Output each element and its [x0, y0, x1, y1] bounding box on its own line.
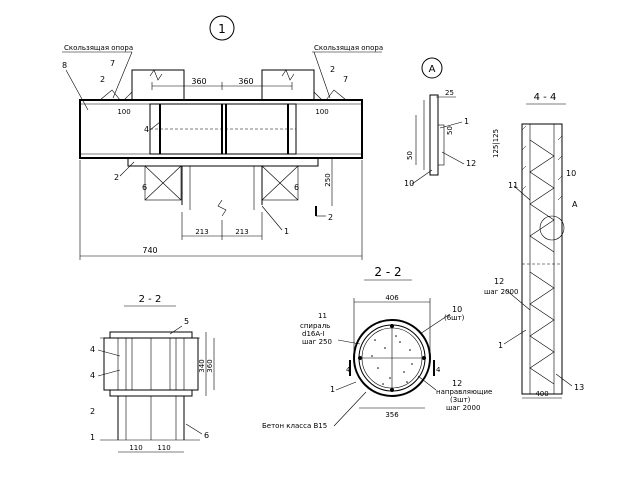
callout-1: 1	[284, 227, 289, 236]
dim-right-100: 100	[315, 108, 328, 116]
section-22-right-callout-1: 1	[330, 385, 335, 394]
lower-plate	[127, 157, 319, 167]
section-22-callout-2: 2	[90, 407, 95, 416]
detail-a-callout-10: 10	[404, 179, 414, 188]
section-22-arrow-right-4: 4	[436, 366, 441, 374]
section-44-callout-13: 13	[574, 383, 584, 392]
spiral-callout-11: 11	[318, 312, 327, 320]
dim-half-left-213: 213	[195, 228, 208, 236]
section-22-callout-1: 1	[90, 433, 95, 442]
spiral-size: d16A-I	[302, 330, 325, 338]
section-22-left-title: 2 - 2	[139, 294, 162, 305]
sheet-number-marker: 1	[209, 15, 235, 41]
detail-a-callout-12: 12	[466, 159, 476, 168]
sheet-number: 1	[218, 22, 226, 36]
section-44-step: шаг 2000	[484, 288, 518, 296]
section-44-dim-400: 400	[535, 390, 548, 398]
callout-4: 4	[144, 125, 149, 134]
section-44-callout-1: 1	[498, 341, 503, 350]
section-22-right-note-10: (6шт)	[444, 314, 465, 322]
detail-a-callout-1: 1	[464, 117, 469, 126]
left-top-block	[131, 69, 185, 101]
callout-6-left: 6	[142, 183, 147, 192]
callout-7-right: 7	[343, 75, 348, 84]
left-support-label: Скользящая опора	[64, 44, 133, 52]
spiral-label: спираль	[300, 322, 330, 330]
callout-2-left: 2	[100, 75, 105, 84]
callout-6-right: 6	[294, 183, 299, 192]
section-22-right-dim-406: 406	[385, 294, 399, 302]
section-mark-2: 2	[328, 213, 333, 222]
section-22-arrow-left-4: 4	[346, 366, 351, 374]
guides-count: (3шт)	[450, 396, 471, 404]
callout-beam-8: 8	[62, 61, 67, 70]
section-22-dim-360: 360	[206, 359, 214, 372]
section-2-2-left-view: 2 - 2 340 360 110 110 5 4 4 2 1 6	[90, 294, 215, 453]
section-22-callout-5: 5	[184, 317, 189, 326]
callout-2-lower: 2	[114, 173, 119, 182]
guides-label: направляющие	[436, 388, 492, 396]
section-44-pitch: 125|125	[492, 129, 500, 158]
section-22-right-callout-12: 12	[452, 379, 462, 388]
section-22-callout-6: 6	[204, 431, 209, 440]
section-2-2-right-view: 2 - 2 406 356 4 4 11 сп	[262, 265, 492, 430]
dim-overall-740: 740	[142, 246, 157, 255]
detail-a-dim-50-mid: 50	[446, 126, 454, 135]
section-22-dim-340: 340	[198, 359, 206, 372]
dim-half-right-213: 213	[235, 228, 248, 236]
concrete-class-label: Бетон класса В15	[262, 422, 327, 430]
section-44-callout-11: 11	[508, 181, 518, 190]
concrete-speckle	[371, 335, 413, 385]
dim-right-360: 360	[238, 77, 253, 86]
right-top-block	[261, 69, 315, 101]
section-22-callout-4a: 4	[90, 345, 95, 354]
section-22-right-title: 2 - 2	[374, 265, 401, 279]
detail-a-view: A 25 50 50 1 12 10	[404, 57, 476, 188]
section-44-detail-a: A	[572, 200, 578, 209]
section-22-callout-4b: 4	[90, 371, 95, 380]
dim-left-100: 100	[117, 108, 130, 116]
section-44-callout-12: 12	[494, 277, 504, 286]
section-22-right-dim-356: 356	[385, 411, 399, 419]
pipe-outer	[353, 319, 431, 397]
dim-left-360: 360	[191, 77, 206, 86]
detail-a-dim-25: 25	[445, 89, 454, 97]
section-22-right-callout-10: 10	[452, 305, 462, 314]
spiral-step: шаг 250	[302, 338, 332, 346]
section-4-4-view: 4 - 4 A 125|125 400 11 10 12 шаг 2000 1 …	[484, 92, 584, 399]
main-elevation-view: Скользящая опора Скользящая опора	[62, 44, 383, 260]
section-22-dim-110-left: 110	[129, 444, 142, 452]
guides-step: шаг 2000	[446, 404, 480, 412]
right-support-label: Скользящая опора	[314, 44, 383, 52]
detail-a-bubble: A	[429, 64, 436, 75]
callout-7-left: 7	[110, 59, 115, 68]
detail-a-dim-50-side: 50	[406, 151, 414, 160]
section-22-dim-110-right: 110	[157, 444, 170, 452]
section-44-title: 4 - 4	[534, 92, 557, 103]
dim-height-250: 250	[324, 173, 332, 186]
callout-2-right: 2	[330, 65, 335, 74]
section-44-callout-10: 10	[566, 169, 576, 178]
